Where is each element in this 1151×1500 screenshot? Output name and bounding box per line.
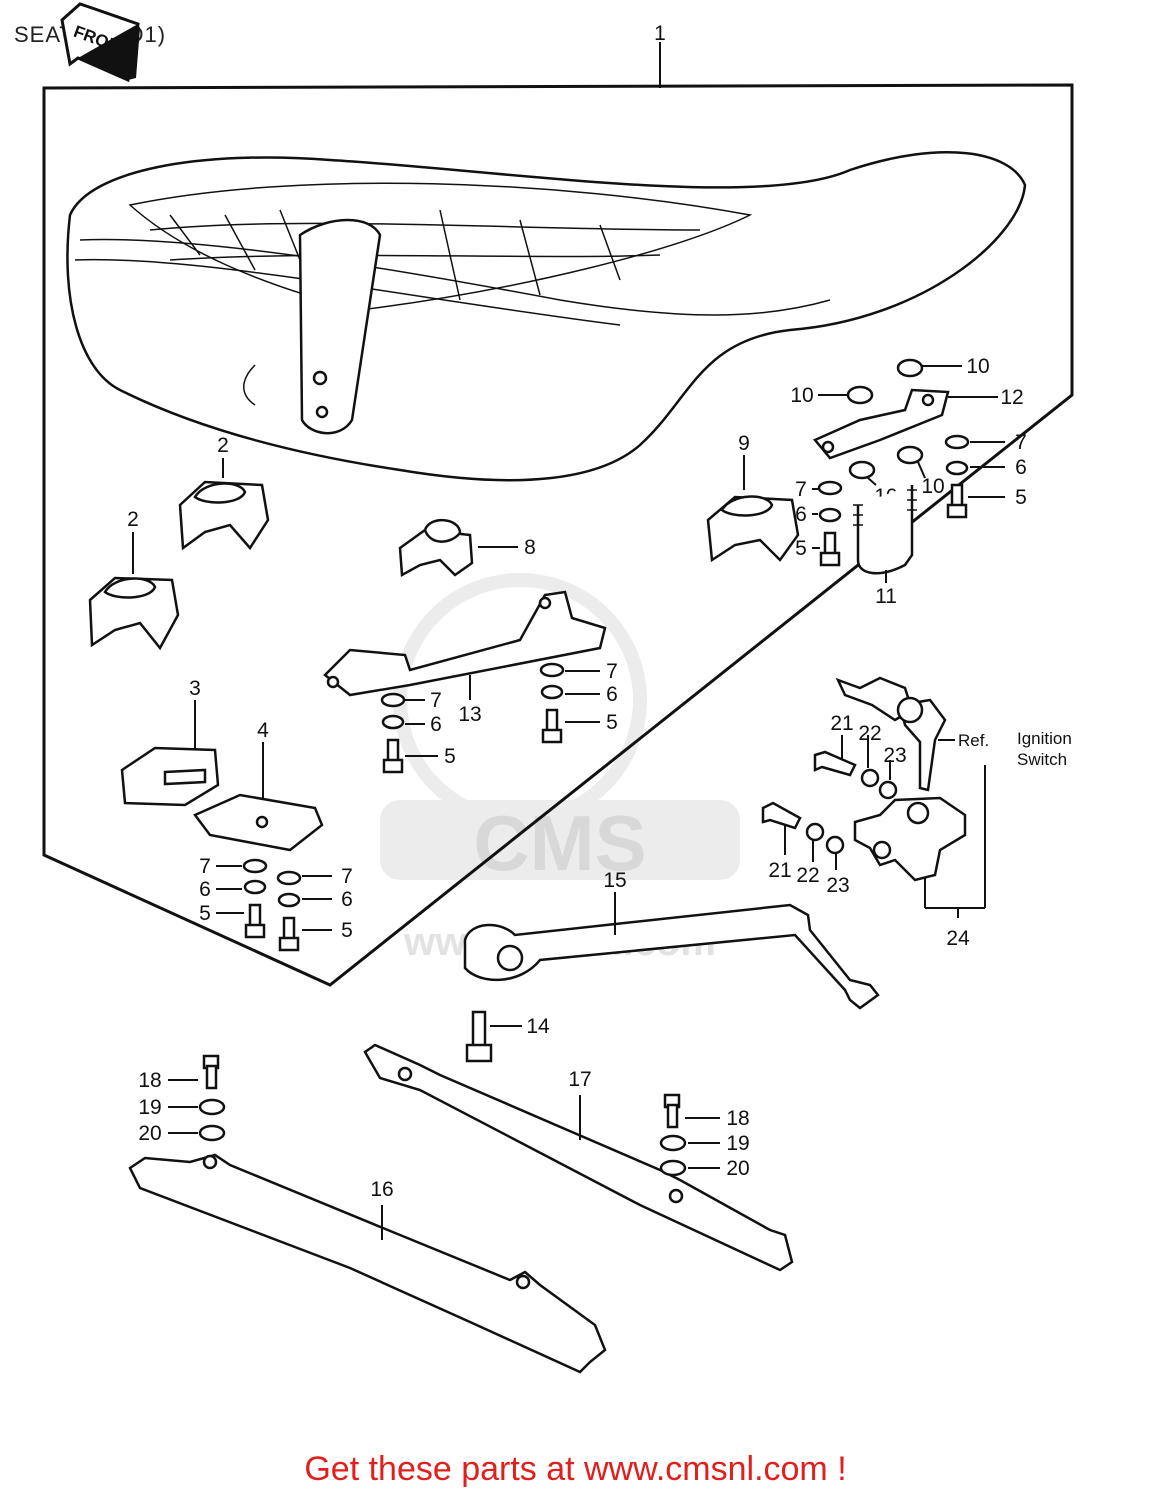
footer-link[interactable]: Get these parts at www.cmsnl.com ! [304, 1450, 847, 1488]
callout-2b: 2 [127, 508, 139, 531]
callout-21a: 21 [830, 712, 853, 735]
callout-13: 13 [458, 703, 481, 726]
callout-6a: 6 [199, 878, 211, 901]
callout-24: 24 [946, 927, 970, 950]
callout-23a: 23 [883, 744, 906, 767]
callout-5c: 5 [444, 745, 456, 768]
callout-22a: 22 [858, 722, 881, 745]
callout-18b: 18 [726, 1107, 749, 1130]
callout-19b: 19 [726, 1132, 749, 1155]
seat [66, 150, 1027, 482]
hardware-rail-left [198, 1054, 226, 1142]
callout-12: 12 [1000, 386, 1023, 409]
callout-15: 15 [603, 869, 626, 892]
lock-assembly [853, 796, 967, 882]
part-12-bracket [812, 388, 950, 460]
hardware-center [380, 662, 565, 774]
callout-5a: 5 [199, 902, 211, 925]
callout-6e: 6 [795, 503, 807, 526]
ignition-switch-label-line1: Ignition [1017, 729, 1072, 748]
callout-20a: 20 [138, 1122, 161, 1145]
callout-3: 3 [189, 677, 201, 700]
part-9-damper [706, 495, 800, 563]
callout-11: 11 [875, 585, 897, 608]
callout-10b: 10 [966, 355, 989, 378]
part-17-rail [363, 1043, 794, 1272]
assembly-frame [42, 83, 1074, 987]
lock-screws-upper [813, 750, 898, 800]
callout-7b: 7 [341, 865, 353, 888]
part-11-u-bolt [853, 485, 917, 575]
callout-14: 14 [526, 1015, 550, 1038]
callout-7d: 7 [606, 660, 618, 683]
callout-16: 16 [370, 1178, 393, 1201]
callout-21b: 21 [768, 859, 791, 882]
callout-10a: 10 [790, 384, 813, 407]
part-13-bracket [323, 590, 607, 697]
callout-9: 9 [738, 432, 750, 455]
ignition-keys [835, 676, 947, 792]
callout-1: 1 [654, 22, 666, 45]
hardware-rail-right [659, 1093, 687, 1177]
callout-7e: 7 [795, 478, 807, 501]
part-8-damper [398, 519, 474, 578]
part-3-cover [120, 746, 220, 807]
callout-5e: 5 [795, 537, 807, 560]
lock-screws-lower [761, 801, 845, 855]
callout-7f: 7 [1015, 431, 1027, 454]
callout-5d: 5 [606, 711, 618, 734]
callout-19a: 19 [138, 1096, 161, 1119]
callout-6f: 6 [1015, 456, 1027, 479]
callout-17: 17 [568, 1068, 591, 1091]
callout-7a: 7 [199, 855, 211, 878]
callout-6d: 6 [606, 683, 618, 706]
hardware-left [242, 858, 302, 952]
part-4-plate [193, 793, 324, 852]
callout-10d: 10 [921, 475, 944, 498]
callout-6b: 6 [341, 888, 353, 911]
callout-22b: 22 [796, 864, 819, 887]
callout-6c: 6 [430, 713, 442, 736]
part-15-grab-handle [463, 903, 880, 1010]
watermark-logo-text: CMS [473, 799, 646, 887]
callout-4: 4 [257, 719, 269, 742]
damper-2-upper [178, 480, 270, 551]
callout-18a: 18 [138, 1069, 161, 1092]
nuts-10 [846, 358, 924, 480]
damper-2-lower [88, 576, 180, 651]
part-14-bolt [465, 1010, 493, 1063]
ignition-switch-label-line2: Switch [1017, 750, 1067, 769]
callout-23b: 23 [826, 874, 849, 897]
part-16-rail [128, 1153, 607, 1374]
seat-exploded-diagram: CMS www.cmsnl.com FRONT 1 2 2 [42, 2, 1074, 1374]
callout-2a: 2 [217, 434, 229, 457]
ref-label: Ref. [958, 731, 989, 750]
front-arrow-icon: FRONT [60, 2, 140, 83]
callout-5b: 5 [341, 919, 353, 942]
callout-7c: 7 [430, 689, 442, 712]
callout-5f: 5 [1015, 486, 1027, 509]
callout-8: 8 [524, 536, 536, 559]
callout-20b: 20 [726, 1157, 749, 1180]
hardware-right [817, 434, 970, 567]
